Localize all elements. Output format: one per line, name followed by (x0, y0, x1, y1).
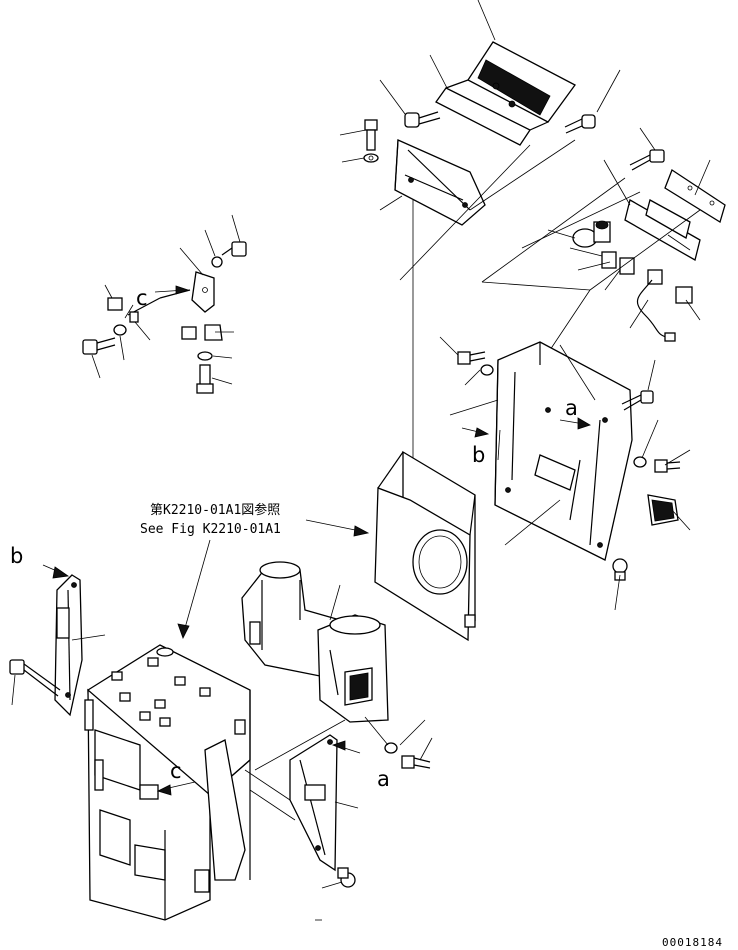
left-plate-bolt (9, 659, 61, 697)
svg-text:c: c (170, 759, 182, 783)
switch-bolt (629, 149, 665, 171)
svg-text:b: b (472, 443, 485, 467)
switch-plate (624, 169, 726, 261)
reference-note: 第K2210-01A1図参照 See Fig K2210-01A1 (140, 502, 370, 640)
bracket-bolt-bottom (196, 351, 214, 394)
view-arrow-a-bottom: a (331, 740, 390, 791)
view-arrow-b-right: b (461, 427, 490, 467)
svg-text:See Fig K2210-01A1: See Fig K2210-01A1 (140, 522, 281, 537)
bracket-bolt-top (211, 241, 247, 268)
panel-cover (394, 139, 486, 226)
view-arrow-a-top: a (559, 396, 591, 430)
drawing-number: 00018184 (662, 936, 723, 949)
svg-text:第K2210-01A1図参照: 第K2210-01A1図参照 (150, 502, 280, 518)
duct-bolt (384, 742, 431, 769)
cover-bolt-right (621, 390, 654, 411)
bolt-top-left (404, 111, 441, 128)
monitor-panel (435, 41, 576, 146)
view-arrow-c-bottom: c (156, 759, 196, 796)
bolt-cover (363, 119, 379, 163)
air-duct-left (241, 561, 341, 681)
console-frame (84, 644, 251, 921)
switch-wire (636, 279, 693, 342)
rotary-switch (572, 220, 611, 248)
bracket-bolt-left (82, 324, 127, 355)
right-side-plate (289, 734, 338, 872)
view-arrow-c-top: c (136, 285, 190, 310)
switch-knobs (601, 251, 663, 285)
svg-text:a: a (565, 396, 578, 420)
plate-knob (337, 867, 356, 888)
view-arrow-b-left: b (10, 544, 70, 579)
bracket-nut (107, 297, 223, 341)
cover-bolt-left (457, 351, 494, 376)
svg-text:b: b (10, 544, 23, 568)
air-duct-right (317, 614, 389, 723)
svg-text:a: a (377, 767, 390, 791)
right-side-cover (494, 341, 633, 561)
cover-latch (647, 494, 679, 526)
blower-housing (374, 450, 476, 642)
cover-bolt-lower (633, 456, 681, 473)
svg-text:c: c (136, 286, 148, 310)
left-side-plate (54, 574, 83, 717)
bolt-top-right (564, 114, 596, 134)
